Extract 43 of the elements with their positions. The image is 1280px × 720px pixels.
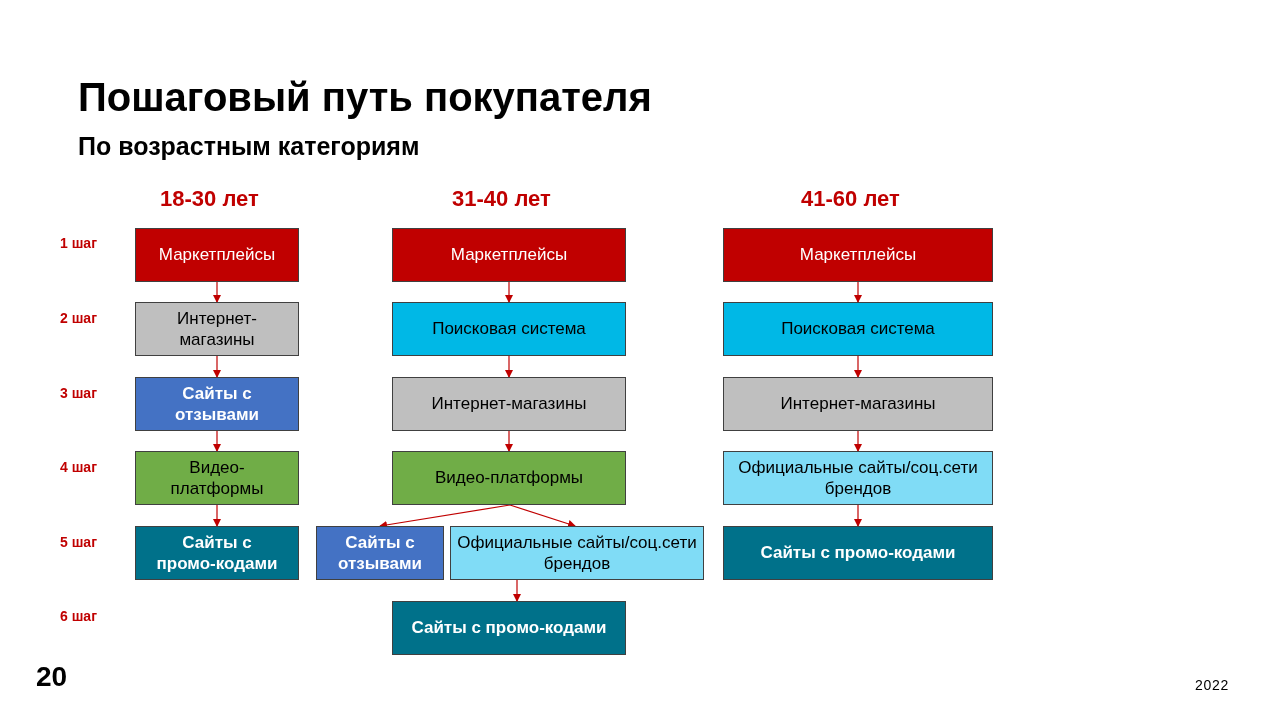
- arrow: [513, 579, 521, 602]
- step-box: Интернет-магазины: [392, 377, 626, 431]
- arrow: [854, 430, 862, 452]
- step-box: Видео-платформы: [135, 451, 299, 505]
- arrow: [854, 355, 862, 378]
- step-box: Сайты с промо-кодами: [135, 526, 299, 580]
- column-heading: 18-30 лет: [160, 185, 259, 213]
- step-box: Маркетплейсы: [135, 228, 299, 282]
- arrow: [505, 281, 513, 303]
- step-label: 5 шаг: [60, 533, 97, 552]
- step-box: Поисковая система: [723, 302, 993, 356]
- step-box: Видео-платформы: [392, 451, 626, 505]
- step-label: 1 шаг: [60, 234, 97, 253]
- arrow: [213, 355, 221, 378]
- step-box: Поисковая система: [392, 302, 626, 356]
- step-label: 3 шаг: [60, 384, 97, 403]
- arrow: [213, 281, 221, 303]
- step-box: Сайты с отзывами: [135, 377, 299, 431]
- step-label: 6 шаг: [60, 607, 97, 626]
- step-box: Сайты с промо-кодами: [392, 601, 626, 655]
- column-heading: 31-40 лет: [452, 185, 551, 213]
- step-box: Официальные сайты/соц.сети брендов: [450, 526, 704, 580]
- subtitle: По возрастным категориям: [78, 131, 420, 162]
- step-label: 2 шаг: [60, 309, 97, 328]
- arrow: [213, 430, 221, 452]
- arrow: [505, 355, 513, 378]
- step-label: 4 шаг: [60, 458, 97, 477]
- step-box: Сайты с отзывами: [316, 526, 444, 580]
- step-box: Маркетплейсы: [723, 228, 993, 282]
- column-heading: 41-60 лет: [801, 185, 900, 213]
- step-box: Маркетплейсы: [392, 228, 626, 282]
- arrow: [854, 281, 862, 303]
- arrow: [509, 504, 576, 528]
- arrow: [505, 430, 513, 452]
- step-box: Сайты с промо-кодами: [723, 526, 993, 580]
- step-box: Официальные сайты/соц.сети брендов: [723, 451, 993, 505]
- page-number: 20: [36, 660, 68, 694]
- step-box: Интернет-магазины: [723, 377, 993, 431]
- footer-year: 2022: [1195, 676, 1229, 695]
- title: Пошаговый путь покупателя: [78, 74, 652, 121]
- arrow: [213, 504, 221, 527]
- arrow: [854, 504, 862, 527]
- step-box: Интернет-магазины: [135, 302, 299, 356]
